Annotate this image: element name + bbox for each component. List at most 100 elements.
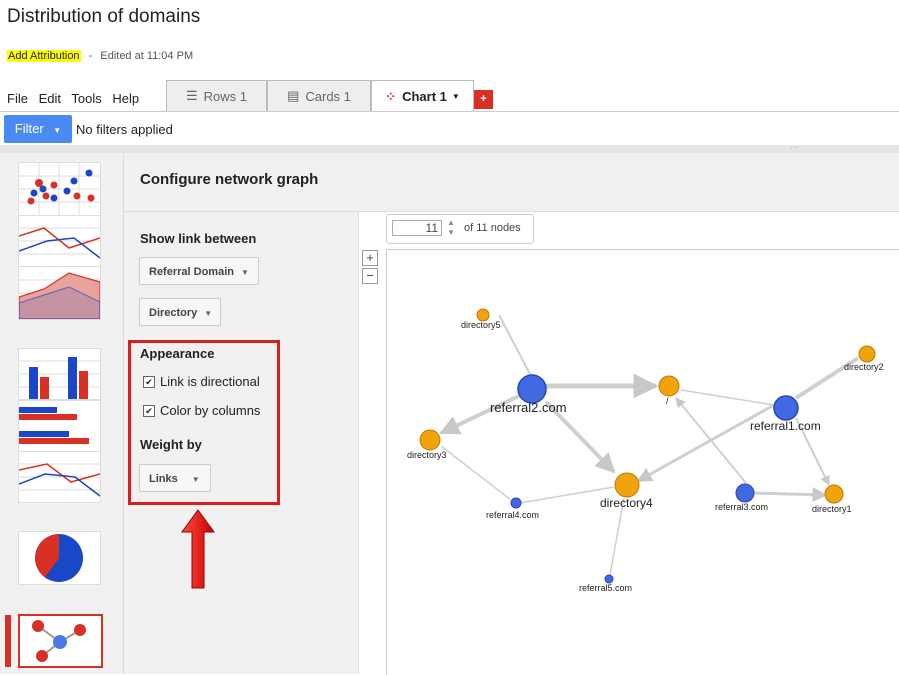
tab-cards[interactable]: ▤ Cards 1	[267, 80, 371, 111]
node-label: directory1	[812, 504, 852, 514]
weight-by-label: Weight by	[140, 437, 202, 452]
node-label: referral1.com	[750, 419, 821, 433]
add-tab-button[interactable]: +	[474, 90, 493, 109]
resize-handle-icon[interactable]: ···	[790, 143, 798, 152]
red-arrow-annotation	[181, 509, 215, 589]
color-by-columns-label: Color by columns	[160, 403, 261, 418]
menu-file[interactable]: File	[7, 91, 28, 106]
node-directory1[interactable]	[824, 484, 844, 504]
node-label: directory2	[844, 362, 884, 372]
node-count-input[interactable]: 11	[392, 220, 442, 236]
config-header	[124, 153, 899, 212]
menu-edit[interactable]: Edit	[38, 91, 61, 106]
line-chart-thumbnail[interactable]	[18, 215, 101, 267]
weight-by-dropdown[interactable]: Links ▼	[139, 464, 211, 492]
node-referral4[interactable]	[510, 497, 522, 509]
edge	[795, 417, 830, 486]
spinner-icon[interactable]: ▲▼	[447, 218, 455, 237]
network-graph-thumbnail[interactable]	[18, 614, 103, 668]
separator: -	[88, 50, 93, 62]
edge	[753, 487, 828, 503]
scatter-chart-thumbnail[interactable]	[18, 162, 101, 216]
directory-dropdown[interactable]: Directory ▼	[139, 298, 221, 326]
graph-edges	[439, 314, 860, 576]
node-label: referral4.com	[486, 510, 539, 520]
node-label: referral3.com	[715, 502, 768, 512]
graph-canvas[interactable]	[386, 249, 899, 675]
chevron-down-icon: ▼	[53, 126, 62, 135]
dropdown-b-value: Directory	[149, 307, 198, 319]
graph-labels: directory5 referral2.com / referral1.com…	[407, 320, 884, 593]
tab-chart[interactable]: ⁘ Chart 1 ▼	[371, 80, 474, 112]
zoom-in-button[interactable]: +	[362, 250, 378, 266]
edge	[519, 486, 615, 504]
chevron-down-icon: ▼	[191, 475, 200, 484]
node-directory3[interactable]	[419, 429, 441, 451]
bar-chart-icon	[19, 407, 89, 444]
checkbox-checked-icon: ✔	[143, 404, 155, 417]
chevron-down-icon: ▼	[451, 92, 460, 101]
tab-chart-label: Chart 1	[402, 89, 447, 104]
options-pane	[124, 212, 359, 674]
tab-cards-label: Cards 1	[305, 88, 351, 104]
edge	[609, 497, 625, 576]
node-directory5[interactable]	[476, 308, 490, 322]
edge	[794, 356, 860, 400]
weight-value: Links	[149, 473, 178, 485]
line-chart-icon	[19, 227, 100, 259]
pie-chart-thumbnail[interactable]	[18, 531, 101, 585]
network-graph[interactable]: directory5 referral2.com / referral1.com…	[386, 250, 899, 674]
tab-rows[interactable]: ☰ Rows 1	[166, 80, 267, 111]
node-referral1[interactable]	[773, 395, 799, 421]
node-referral2[interactable]	[517, 374, 547, 404]
zoom-out-button[interactable]: −	[362, 268, 378, 284]
tab-divider	[0, 111, 899, 112]
rows-icon: ☰	[185, 88, 198, 103]
edge	[439, 394, 520, 435]
edge	[440, 445, 512, 501]
node-label: directory5	[461, 320, 501, 330]
node-referral3[interactable]	[735, 483, 755, 503]
add-attribution-link[interactable]: Add Attribution	[7, 50, 81, 62]
bar-chart-thumbnail[interactable]	[18, 400, 101, 452]
node-label: directory4	[600, 496, 653, 510]
node-label: referral2.com	[490, 400, 567, 415]
chart-icon: ⁘	[385, 88, 397, 104]
scatter-chart-icon	[19, 163, 100, 215]
selected-indicator	[5, 615, 11, 667]
chevron-down-icon: ▼	[240, 268, 249, 277]
menu-help[interactable]: Help	[112, 91, 140, 106]
node-count-control: 11 ▲▼ of 11 nodes	[386, 214, 534, 244]
node-directory2[interactable]	[858, 345, 876, 363]
referral-domain-dropdown[interactable]: Referral Domain▼	[139, 257, 259, 285]
appearance-label: Appearance	[140, 346, 215, 361]
node-root[interactable]	[658, 375, 680, 397]
menu-tools[interactable]: Tools	[71, 91, 102, 106]
highlight-box	[128, 340, 280, 505]
edge	[675, 397, 747, 484]
color-by-columns-checkbox[interactable]: ✔ Color by columns	[143, 403, 260, 418]
attribution-row: Add Attribution - Edited at 11:04 PM	[7, 50, 193, 62]
column-chart-icon	[19, 357, 100, 399]
filter-button[interactable]: Filter ▼	[4, 115, 72, 143]
line-chart-2-thumbnail[interactable]	[18, 451, 101, 503]
edge	[636, 403, 775, 483]
network-graph-icon	[32, 620, 86, 662]
edge	[498, 314, 532, 377]
link-directional-checkbox[interactable]: ✔ Link is directional	[143, 374, 260, 389]
splitter-bar[interactable]	[0, 145, 899, 153]
filter-status: No filters applied	[76, 122, 173, 137]
edited-status: Edited at 11:04 PM	[100, 50, 194, 62]
node-directory4[interactable]	[614, 472, 640, 498]
chevron-down-icon: ▼	[204, 309, 213, 318]
cards-icon: ▤	[287, 88, 300, 103]
edge	[680, 389, 775, 406]
node-label: referral5.com	[579, 583, 632, 593]
page-title: Distribution of domains	[7, 6, 201, 27]
menu-bar: File Edit Tools Help	[7, 91, 146, 106]
area-chart-thumbnail[interactable]	[18, 266, 101, 320]
edge	[544, 400, 616, 474]
node-count-label: of 11 nodes	[464, 222, 521, 234]
node-referral5[interactable]	[604, 574, 614, 584]
column-chart-thumbnail[interactable]	[18, 348, 101, 400]
